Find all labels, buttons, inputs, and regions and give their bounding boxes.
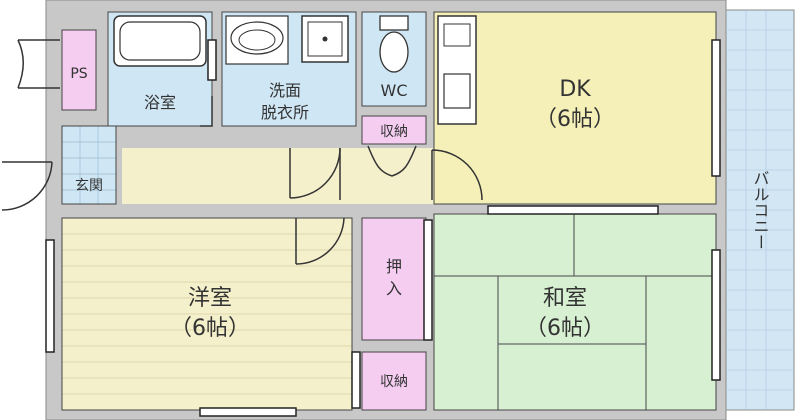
washing-machine-pan-icon (301, 15, 349, 63)
doors (1, 39, 483, 265)
western-size-label: （6帖） (170, 316, 250, 341)
entrance-label: 玄関 (75, 177, 103, 194)
entrance-floor (62, 126, 116, 204)
western-floor-lines (62, 233, 352, 395)
japanese-size-label: （6帖） (525, 316, 605, 341)
windows (45, 39, 721, 417)
ps-label: PS (70, 66, 87, 82)
tatami-lines (434, 214, 716, 410)
balcony-label: バルコニー (751, 170, 770, 250)
interior-walls (61, 11, 717, 411)
oshiire-room (362, 218, 426, 340)
japanese-room (434, 214, 716, 410)
western-label: 洋室 (188, 286, 232, 311)
toilet-icon (379, 15, 409, 73)
washroom-label-1: 洗面 (269, 81, 301, 100)
storage-bottom-room (362, 352, 426, 410)
entrance-tiles (62, 126, 116, 204)
storage-top-room (362, 116, 426, 144)
dk-label: DK (559, 77, 591, 102)
kitchen-sink-icon (437, 15, 477, 125)
japanese-label: 和室 (543, 286, 587, 311)
bathtub-icon (113, 15, 207, 67)
wash-basin-icon (225, 15, 289, 65)
oshiire-label-1: 押 (386, 257, 402, 276)
storage-top-label: 収納 (380, 124, 408, 140)
corridor (122, 148, 440, 204)
washroom-label-2: 脱衣所 (261, 103, 309, 122)
wc-label: WC (381, 81, 408, 100)
dk-size-label: （6帖） (535, 107, 615, 132)
storage-bottom-label: 収納 (380, 374, 408, 390)
oshiire-label-2: 入 (386, 279, 402, 298)
dk-room (434, 12, 716, 204)
balcony-grid (726, 10, 794, 410)
bath-label: 浴室 (144, 93, 176, 112)
ps-room (62, 30, 96, 110)
